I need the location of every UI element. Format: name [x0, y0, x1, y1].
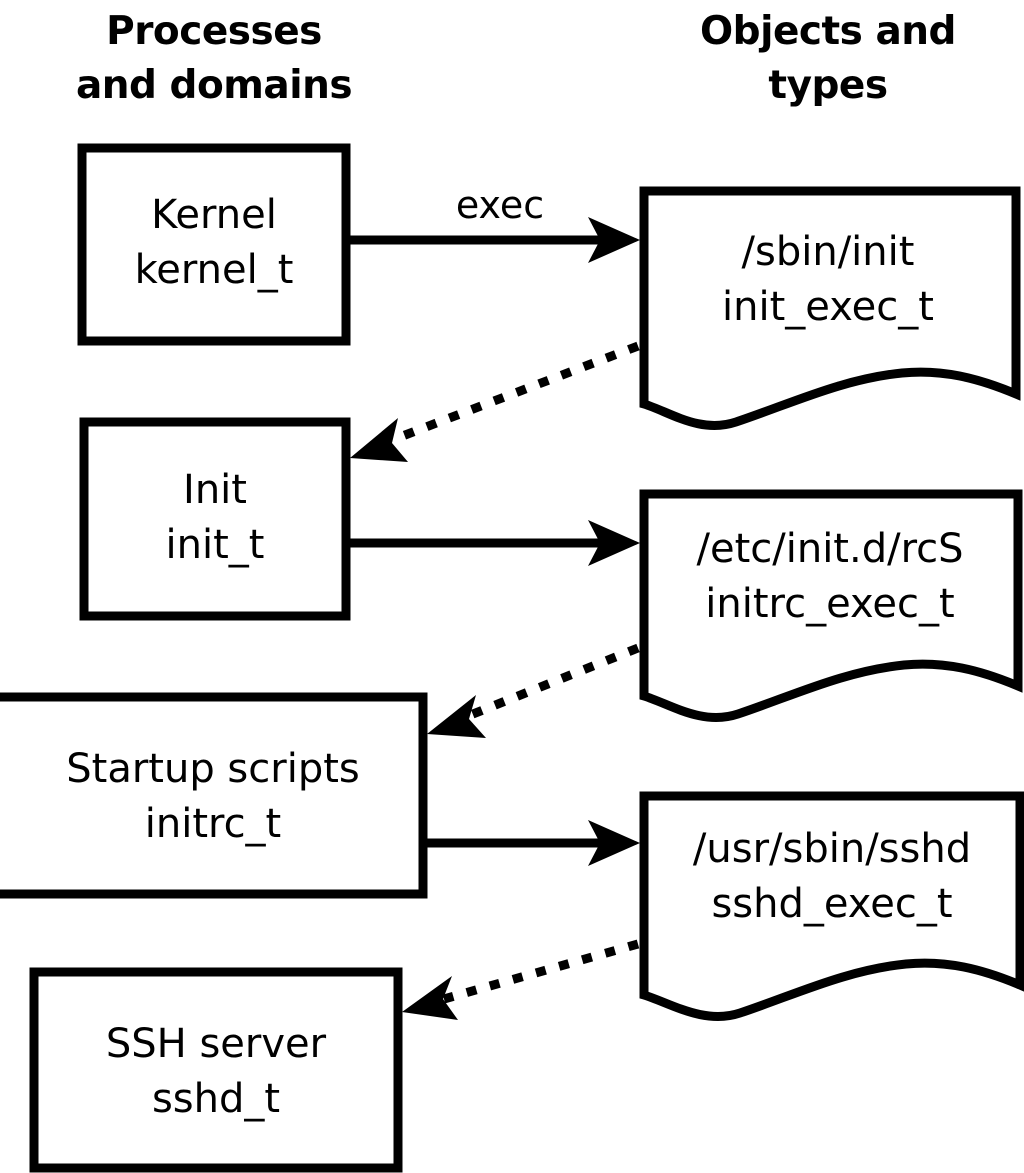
left-column-header: Processes and domains: [76, 9, 353, 108]
object-node-init-exec-path: /sbin/init: [742, 229, 915, 275]
edge-initexec-to-init-line: [390, 341, 640, 445]
process-node-sshd[interactable]: SSH server sshd_t: [29, 967, 403, 1173]
edge-kernel-exec-init: exec: [350, 183, 640, 263]
edge-sshdexec-to-sshd: [402, 939, 640, 1020]
right-column-header: Objects and types: [700, 9, 956, 108]
process-node-sshd-type: sshd_t: [152, 1076, 280, 1122]
process-node-init-box[interactable]: [79, 417, 351, 621]
process-node-kernel-name: Kernel: [151, 192, 277, 238]
object-node-initrc-exec-shape[interactable]: [639, 489, 1023, 722]
process-node-init-name: Init: [183, 467, 247, 513]
object-node-sshd-exec-shape[interactable]: [639, 791, 1024, 1021]
edge-kernel-exec-init-arrowhead: [588, 217, 640, 263]
process-node-kernel[interactable]: Kernel kernel_t: [77, 143, 351, 346]
object-node-init-exec[interactable]: /sbin/init init_exec_t: [639, 186, 1021, 430]
process-node-initrc-type: initrc_t: [145, 801, 282, 847]
edge-initexec-to-init-arrowhead: [350, 418, 408, 462]
object-node-initrc-exec-path: /etc/init.d/rcS: [696, 526, 963, 572]
process-node-initrc[interactable]: Startup scripts initrc_t: [0, 692, 428, 899]
object-node-sshd-exec-path: /usr/sbin/sshd: [693, 826, 971, 872]
process-node-kernel-type: kernel_t: [135, 247, 294, 293]
object-node-sshd-exec-type: sshd_exec_t: [711, 881, 952, 927]
edge-init-exec-initrc-arrowhead: [588, 520, 640, 566]
left-column-header-line1: Processes: [106, 9, 322, 54]
edge-sshdexec-to-sshd-line: [442, 939, 640, 1004]
process-node-init-type: init_t: [166, 522, 265, 568]
process-node-init[interactable]: Init init_t: [79, 417, 351, 621]
edge-sshdexec-to-sshd-arrowhead: [402, 976, 458, 1020]
edge-init-exec-initrc: [350, 520, 640, 566]
edge-initrc-exec-sshd-arrowhead: [588, 820, 640, 866]
object-node-initrc-exec[interactable]: /etc/init.d/rcS initrc_exec_t: [639, 489, 1023, 722]
left-column-header-line2: and domains: [76, 63, 352, 108]
right-column-header-line1: Objects and: [700, 9, 956, 54]
object-node-initrc-exec-type: initrc_exec_t: [705, 581, 954, 627]
edge-initexec-to-init: [350, 341, 640, 462]
edge-initrcexec-to-initrc-line: [466, 643, 640, 721]
edge-initrcexec-to-initrc: [427, 643, 640, 738]
process-node-initrc-box[interactable]: [0, 692, 428, 899]
edge-initrc-exec-sshd: [427, 820, 640, 866]
object-node-init-exec-type: init_exec_t: [722, 284, 934, 330]
edge-initrcexec-to-initrc-arrowhead: [427, 695, 486, 738]
process-node-initrc-name: Startup scripts: [66, 746, 359, 792]
right-column-header-line2: types: [768, 63, 887, 108]
process-node-kernel-box[interactable]: [77, 143, 351, 346]
process-node-sshd-box[interactable]: [29, 967, 403, 1173]
object-node-init-exec-shape[interactable]: [639, 186, 1021, 430]
object-node-sshd-exec[interactable]: /usr/sbin/sshd sshd_exec_t: [639, 791, 1024, 1021]
edge-label-exec: exec: [456, 183, 544, 227]
process-node-sshd-name: SSH server: [106, 1021, 327, 1067]
